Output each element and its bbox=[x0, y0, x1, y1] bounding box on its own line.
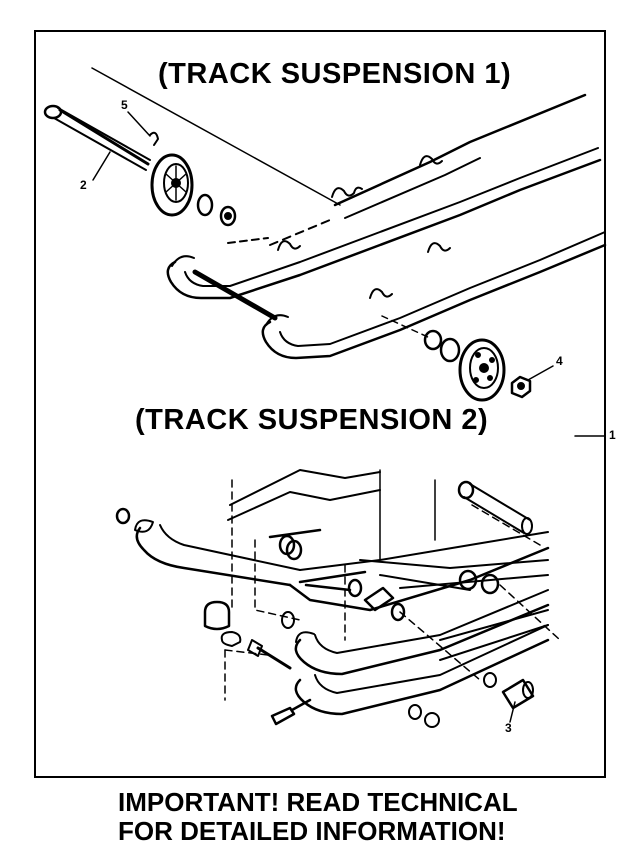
suspension-1-assembly bbox=[43, 67, 607, 402]
diagram-frame bbox=[34, 30, 606, 778]
suspension-2-assembly bbox=[115, 469, 561, 728]
notice-line-2: FOR DETAILED INFORMATION! bbox=[118, 816, 506, 846]
callout-5: 5 bbox=[121, 98, 128, 112]
idler-wheel-upper bbox=[150, 153, 194, 217]
callout-1: 1 bbox=[609, 428, 616, 442]
callout-3: 3 bbox=[505, 721, 512, 735]
idler-wheel-lower bbox=[423, 329, 506, 402]
callout-4: 4 bbox=[556, 354, 563, 368]
suspension-2-title: (TRACK SUSPENSION 2) bbox=[135, 404, 489, 436]
callout-2: 2 bbox=[80, 178, 87, 192]
axle-bolt-part bbox=[43, 104, 151, 171]
important-notice: IMPORTANT! READ TECHNICAL FOR DETAILED I… bbox=[118, 788, 518, 846]
notice-line-1: IMPORTANT! READ TECHNICAL bbox=[118, 787, 518, 817]
spacer-shaft-part bbox=[457, 480, 533, 535]
suspension-1-title: (TRACK SUSPENSION 1) bbox=[158, 58, 512, 90]
